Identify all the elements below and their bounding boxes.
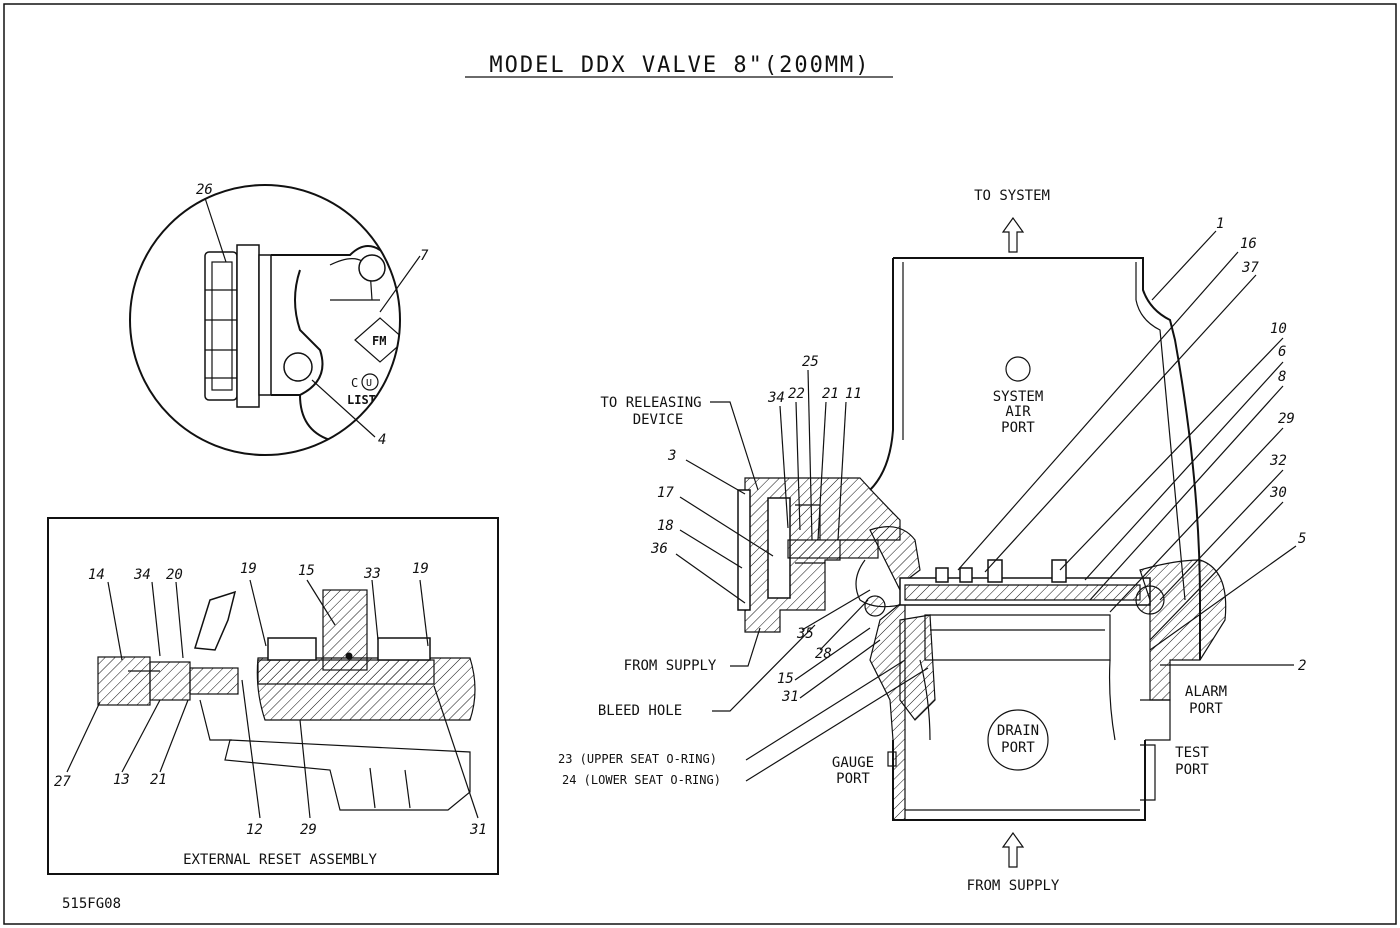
reset-callout-20: 20 <box>166 567 183 583</box>
main-callout-8: 8 <box>1278 369 1286 385</box>
main-callout-25: 25 <box>802 354 819 370</box>
test-port-label-2: PORT <box>1175 762 1209 778</box>
drawing-title: MODEL DDX VALVE 8"(200MM) <box>489 53 870 78</box>
main-valve: TO SYSTEM SYSTEM AIR PORT <box>558 188 1306 894</box>
system-air-port-label-1: SYSTEM <box>993 389 1044 405</box>
reset-callout-21: 21 <box>150 772 167 788</box>
from-supply-bottom-label: FROM SUPPLY <box>967 878 1060 894</box>
drain-port-label-2: PORT <box>1001 740 1035 756</box>
drain-port-circle <box>987 709 1049 771</box>
from-supply-left-label: FROM SUPPLY <box>624 658 717 674</box>
main-callout-35: 35 <box>796 626 814 642</box>
system-air-port-label-2: AIR <box>1005 404 1031 420</box>
reset-callout-34: 34 <box>133 567 151 583</box>
inset-caption: EXTERNAL RESET ASSEMBLY <box>183 852 377 868</box>
main-callout-22: 22 <box>788 386 805 402</box>
to-releasing-label-2: DEVICE <box>633 412 684 428</box>
reset-callout-19b: 19 <box>412 561 429 577</box>
reset-callout-27: 27 <box>54 774 71 790</box>
callout-7: 7 <box>420 248 429 264</box>
alarm-port-label-1: ALARM <box>1185 684 1227 700</box>
reset-inset: 14 34 20 19 15 33 19 27 13 21 12 29 31 E… <box>47 517 499 875</box>
system-air-port-hole <box>1005 356 1031 382</box>
main-callout-36: 36 <box>650 541 668 557</box>
alarm-port-label-2: PORT <box>1189 701 1223 717</box>
main-callout-5: 5 <box>1298 531 1306 547</box>
gauge-port-label-1: GAUGE <box>832 755 874 771</box>
drain-port-label-1: DRAIN <box>997 723 1039 739</box>
reset-callout-19a: 19 <box>240 561 257 577</box>
reset-callout-33: 33 <box>363 566 381 582</box>
main-callout-29: 29 <box>1278 411 1295 427</box>
main-callout-16: 16 <box>1240 236 1257 252</box>
upper-seat-oring-label: 23 (UPPER SEAT O-RING) <box>558 752 717 766</box>
main-callout-37: 37 <box>1241 260 1259 276</box>
main-callout-21: 21 <box>822 386 839 402</box>
lower-seat-oring-label: 24 (LOWER SEAT O-RING) <box>562 773 721 787</box>
reset-callout-31: 31 <box>469 822 487 838</box>
reset-callout-29: 29 <box>300 822 317 838</box>
reset-callout-12: 12 <box>246 822 263 838</box>
main-callout-2: 2 <box>1298 658 1306 674</box>
main-callout-6: 6 <box>1278 344 1286 360</box>
main-callout-15: 15 <box>777 671 794 687</box>
test-port-label-1: TEST <box>1175 745 1209 761</box>
main-callout-28: 28 <box>815 646 832 662</box>
ul-badge-u: U <box>366 378 372 389</box>
reset-callout-14: 14 <box>88 567 105 583</box>
main-callout-10: 10 <box>1270 321 1287 337</box>
gauge-port-label-2: PORT <box>836 771 870 787</box>
main-callout-17: 17 <box>657 485 674 501</box>
detail-view: FM C U LIST 26 7 4 <box>129 182 429 456</box>
ul-badge-c: C <box>351 376 358 390</box>
to-releasing-label-1: TO RELEASING <box>600 395 701 411</box>
sheet-border <box>3 3 1397 925</box>
main-callout-34: 34 <box>767 390 785 406</box>
listed-badge: LIST <box>347 393 376 407</box>
main-callout-18: 18 <box>657 518 674 534</box>
fm-badge: FM <box>372 334 386 348</box>
to-system-label: TO SYSTEM <box>974 188 1050 204</box>
main-callout-3: 3 <box>667 448 676 464</box>
callout-26: 26 <box>196 182 213 198</box>
main-callout-30: 30 <box>1269 485 1287 501</box>
main-callout-11: 11 <box>845 386 862 402</box>
reset-callout-13: 13 <box>113 772 130 788</box>
main-callout-1: 1 <box>1216 216 1224 232</box>
callout-4: 4 <box>378 432 386 448</box>
main-callout-32: 32 <box>1269 453 1287 469</box>
reset-callout-15: 15 <box>298 563 315 579</box>
bleed-hole-label: BLEED HOLE <box>598 703 682 719</box>
drawing-code: 515FG08 <box>62 896 121 912</box>
system-air-port-label-3: PORT <box>1001 420 1035 436</box>
main-callout-31: 31 <box>781 689 799 705</box>
